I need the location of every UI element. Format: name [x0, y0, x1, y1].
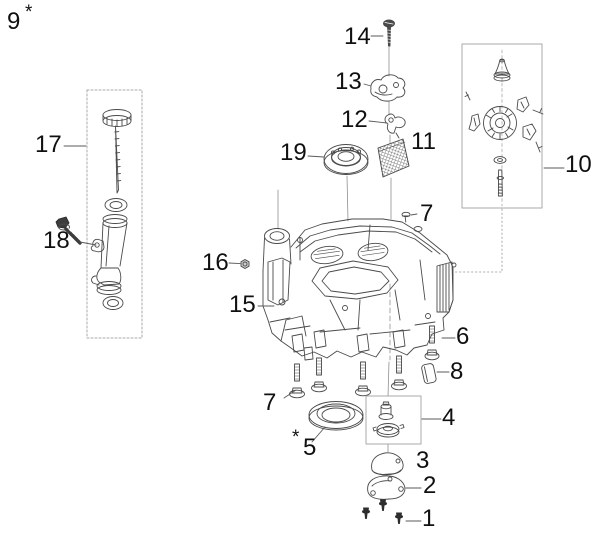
drain-fitting — [372, 423, 405, 438]
part-label-2: 2 — [423, 472, 437, 499]
gasket-2 — [367, 475, 406, 500]
part-label-3: 3 — [416, 447, 430, 474]
part-label-11: 11 — [411, 128, 436, 155]
part-label-13: 13 — [335, 68, 362, 95]
crankcase-15 — [262, 218, 457, 361]
cover-3 — [371, 452, 404, 476]
part-label-5: 5 — [303, 434, 317, 461]
governor-shaft — [496, 169, 504, 197]
screws-1 — [361, 499, 404, 524]
bolt-6 — [424, 325, 440, 361]
governor-pin — [493, 58, 511, 82]
part-label-9: 9 — [7, 8, 21, 35]
governor-washer-hole — [497, 158, 503, 162]
part-label-5-star: * — [292, 427, 300, 448]
part-label-16: 16 — [202, 249, 229, 276]
governor-washer — [493, 156, 507, 164]
screw-7-top — [401, 211, 411, 223]
o-ring-upper — [104, 198, 128, 212]
part-label-7-bottom: 7 — [263, 389, 277, 416]
dipstick-tube — [90, 214, 128, 295]
part-label-9-star: * — [25, 2, 33, 23]
part-label-4: 4 — [442, 404, 456, 431]
part-label-15: 15 — [229, 291, 256, 318]
sump-bolts-7 — [289, 355, 407, 399]
leader-lines — [63, 35, 565, 522]
part-label-12: 12 — [341, 106, 368, 133]
nut-16 — [240, 259, 250, 269]
key-8 — [421, 363, 437, 384]
screen-11 — [377, 138, 410, 178]
bolt-18 — [55, 216, 82, 245]
clip-12 — [384, 113, 406, 139]
drain-valve — [378, 401, 394, 420]
part-label-19: 19 — [280, 139, 307, 166]
part-label-10: 10 — [565, 151, 592, 178]
assembly-centerline — [277, 46, 392, 453]
dipstick-group-box — [86, 89, 143, 339]
part-label-18: 18 — [43, 227, 70, 254]
part-label-14: 14 — [344, 23, 371, 50]
drain-plug-box-4 — [365, 395, 422, 445]
screw-14 — [383, 19, 395, 47]
part-label-7-top: 7 — [420, 200, 434, 227]
part-label-8: 8 — [450, 358, 464, 385]
dipstick — [102, 109, 132, 194]
oil-seal-5 — [308, 401, 364, 431]
o-ring-lower — [102, 296, 124, 310]
bearing-19 — [323, 144, 369, 175]
part-label-1: 1 — [422, 505, 436, 532]
part-label-6: 6 — [456, 323, 470, 350]
governor-gear — [464, 91, 544, 153]
governor-assembly-box — [452, 43, 544, 273]
part-label-17: 17 — [35, 131, 62, 158]
governor-arm-13 — [370, 74, 406, 102]
